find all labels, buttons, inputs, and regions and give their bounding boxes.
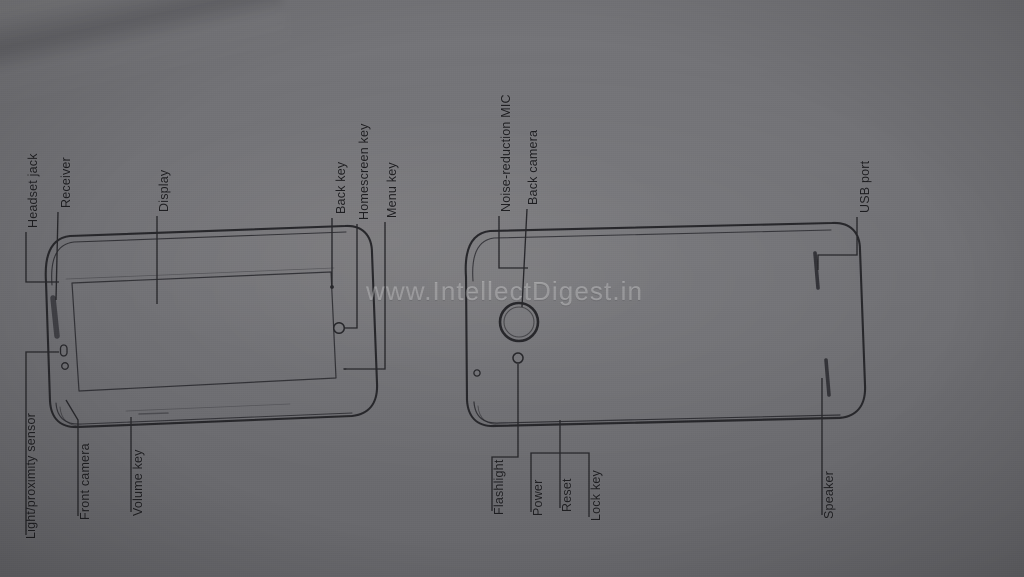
- light-proximity-sensor: [59, 344, 68, 357]
- label-usb-port: USB port: [858, 160, 872, 213]
- leader-menu-key: [344, 222, 386, 370]
- label-power: Power: [531, 479, 545, 516]
- leader-receiver: [55, 211, 59, 301]
- leader-homescreen: [345, 224, 358, 329]
- front-phone-drawing: [44, 224, 379, 429]
- homescreen-key-button: [332, 321, 346, 335]
- speaker-slot: [824, 358, 831, 397]
- label-lock-key: Lock key: [589, 470, 603, 521]
- back-phone-bottom-edge-2: [477, 405, 843, 426]
- leader-power: [530, 452, 560, 512]
- back-camera-inner-ring: [503, 306, 535, 338]
- label-front-camera: Front camera: [78, 443, 92, 520]
- front-bottom-grille-2: [138, 412, 169, 415]
- leader-usb-port: [817, 217, 858, 270]
- front-bottom-grille: [125, 403, 291, 412]
- back-phone-edge: [472, 229, 832, 282]
- label-speaker: Speaker: [822, 471, 836, 519]
- back-phone-outline: [464, 221, 867, 428]
- receiver-slot: [50, 295, 60, 339]
- label-flashlight: Flashlight: [492, 459, 506, 516]
- noise-reduction-mic-hole: [473, 369, 481, 377]
- label-receiver: Receiver: [59, 157, 73, 208]
- leader-headset-jack: [25, 232, 59, 283]
- usb-port-slot: [813, 251, 820, 290]
- back-camera-outer-ring: [498, 301, 540, 343]
- label-light-proximity-sensor: Light/proximity sensor: [24, 413, 38, 539]
- back-leader-lines: [491, 208, 858, 517]
- label-noise-reduction-mic: Noise-reduction MIC: [499, 94, 513, 212]
- label-homescreen-key: Homescreen key: [357, 123, 371, 220]
- back-phone-bottom-edge: [473, 401, 841, 424]
- leader-back-camera: [521, 208, 528, 308]
- back-phone-drawing: [464, 221, 867, 428]
- leader-noise-mic: [498, 216, 528, 269]
- front-phone-screen: [71, 271, 337, 392]
- label-headset-jack: Headset jack: [26, 153, 40, 228]
- leader-flashlight: [491, 364, 519, 511]
- label-back-key: Back key: [334, 161, 348, 214]
- front-leader-lines: [25, 211, 386, 535]
- leader-light-sensor: [25, 351, 59, 535]
- front-phone-bottom-edge-2: [59, 406, 355, 427]
- label-volume-key: Volume key: [131, 449, 145, 516]
- front-camera-lens: [61, 362, 69, 370]
- label-menu-key: Menu key: [385, 162, 399, 218]
- label-reset: Reset: [560, 478, 574, 512]
- front-phone-bezel: [65, 267, 335, 280]
- flashlight-led: [512, 352, 524, 364]
- leader-lock-key: [560, 452, 590, 517]
- label-display: Display: [157, 169, 171, 212]
- leader-front-camera: [65, 399, 79, 516]
- label-back-camera: Back camera: [526, 129, 540, 205]
- front-phone-outline: [44, 224, 379, 429]
